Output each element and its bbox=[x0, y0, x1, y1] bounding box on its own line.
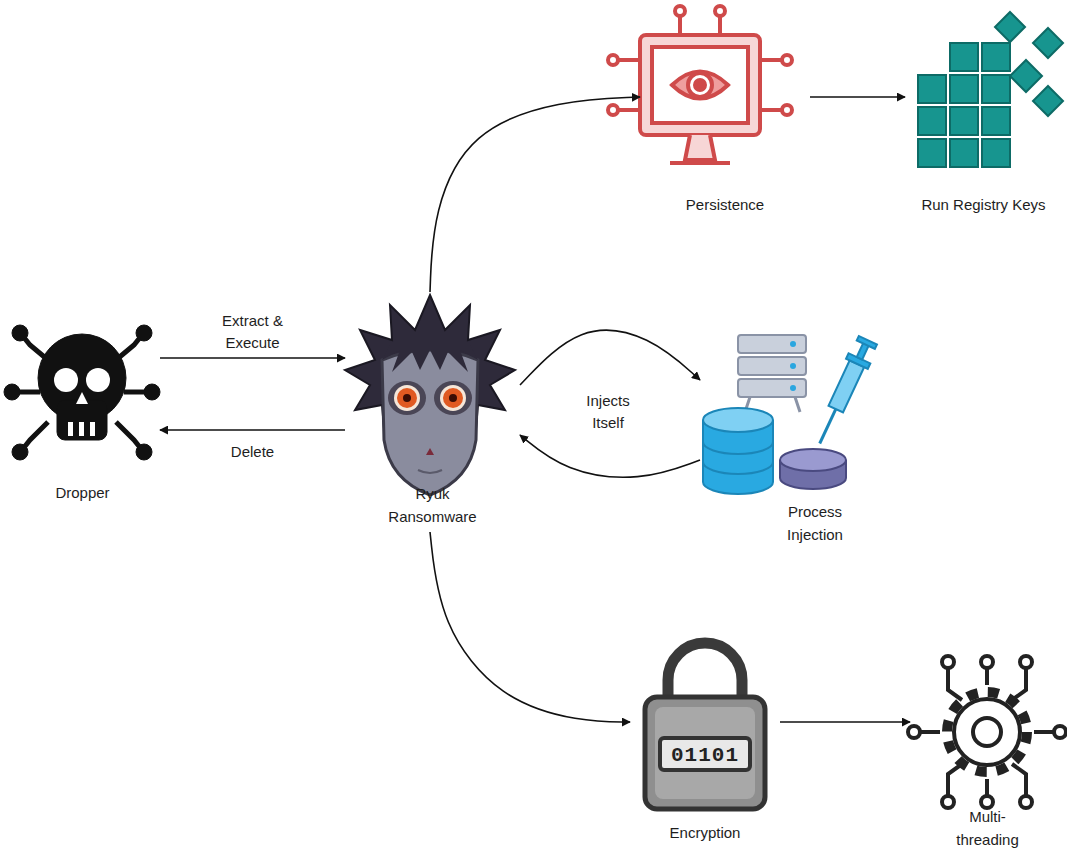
registry-icon bbox=[918, 12, 1063, 167]
edge-label: Delete bbox=[228, 441, 277, 463]
icon-node: Process Injection bbox=[700, 328, 930, 550]
node-label: Encryption bbox=[670, 821, 741, 844]
icon-node: Dropper bbox=[5, 318, 160, 508]
flow-arrow bbox=[160, 429, 345, 431]
flow-arrow bbox=[430, 97, 640, 292]
flow-arrow bbox=[810, 96, 905, 98]
flow-arrow bbox=[160, 357, 345, 359]
edge-label: Extract & Execute bbox=[205, 310, 301, 354]
flow-arrow bbox=[520, 330, 700, 385]
node-label: Multi-threading bbox=[948, 805, 1028, 851]
node-label: Dropper bbox=[55, 481, 109, 504]
icon-node: Multi-threading bbox=[910, 655, 1065, 855]
icon-node: Ryuk Ransomware bbox=[345, 292, 520, 532]
icon-node: Run Registry Keys bbox=[905, 8, 1062, 220]
server-database-syringe-icon bbox=[703, 335, 879, 494]
edge-label: Injects Itself bbox=[570, 390, 646, 434]
node-label: Run Registry Keys bbox=[921, 193, 1045, 216]
flow-arrow bbox=[780, 721, 910, 723]
lock-display-digits: 01101 bbox=[671, 744, 739, 767]
flow-arrow bbox=[430, 532, 630, 722]
ryuk-face-icon bbox=[345, 295, 515, 495]
node-label: Ryuk Ransomware bbox=[383, 482, 483, 528]
icon-node: Persistence bbox=[640, 8, 810, 220]
gear-circuit-icon bbox=[908, 656, 1066, 808]
flow-arrow bbox=[520, 435, 700, 477]
node-label: Process Injection bbox=[765, 500, 865, 546]
monitor-eye-icon bbox=[608, 6, 792, 163]
skull-icon bbox=[4, 325, 160, 460]
node-label: Persistence bbox=[686, 193, 764, 216]
padlock-icon bbox=[645, 643, 765, 809]
